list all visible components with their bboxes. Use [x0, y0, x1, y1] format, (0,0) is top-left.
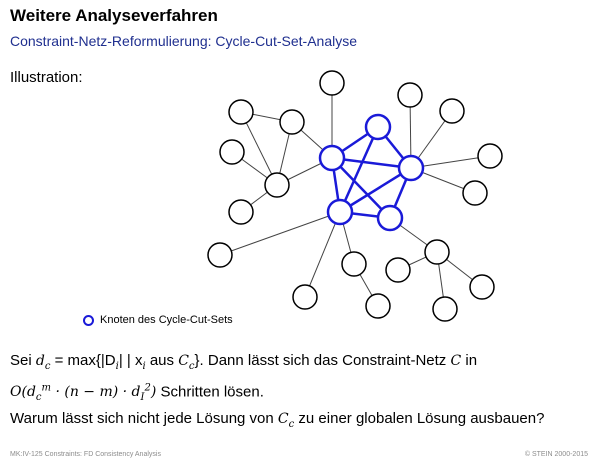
constraint-network-graph	[207, 70, 503, 322]
graph-edge	[240, 111, 278, 186]
statement-mid: | | x	[118, 352, 143, 369]
graph-node	[477, 143, 503, 169]
graph-edge	[219, 211, 341, 256]
complexity-formula: O(dcm · (n − m) · dI2)	[10, 382, 157, 404]
question-prefix: Warum lässt sich nicht jede Lösung von	[10, 410, 274, 427]
cut-set-nodes	[318, 113, 425, 232]
graph-node	[432, 296, 458, 322]
page-title: Weitere Analyseverfahren	[10, 6, 218, 25]
dc-symbol: dc	[35, 353, 51, 372]
cut-set-node-icon	[83, 314, 94, 326]
legend: Knoten des Cycle-Cut-Sets	[83, 314, 233, 326]
cut-set-edge	[331, 156, 412, 170]
graph-node	[439, 98, 465, 124]
page-subtitle: Constraint-Netz-Reformulierung: Cycle-Cu…	[10, 33, 358, 49]
graph-node	[341, 251, 367, 277]
footer-right: © STEIN 2000-2015	[524, 451, 588, 458]
cut-set-edge	[339, 166, 412, 214]
question-suffix: zu einer globalen Lösung ausbauen?	[298, 410, 545, 427]
graph-node	[319, 70, 345, 96]
cc-symbol: Cc	[178, 353, 195, 372]
cut-set-edge	[331, 157, 391, 219]
graph-edge	[304, 211, 341, 298]
di-index: i	[115, 360, 119, 372]
cut-set-edge	[338, 126, 380, 213]
statement-line-1: Sei dc = max{|Di| | xi aus Cc}. Dann läs…	[10, 350, 477, 378]
graph-node	[424, 239, 450, 265]
graph-node	[397, 82, 423, 108]
cut-set-node	[318, 144, 346, 172]
graph-node	[228, 99, 254, 125]
cut-set-edges	[330, 125, 413, 220]
graph-node	[385, 257, 411, 283]
statement-end: in	[465, 352, 478, 369]
c-symbol: C	[450, 353, 462, 369]
legend-label: Knoten des Cycle-Cut-Sets	[100, 314, 233, 326]
statement-from: aus	[149, 352, 175, 369]
cut-set-node	[376, 204, 404, 232]
graph-node	[228, 199, 254, 225]
xi-index: i	[142, 360, 146, 372]
statement-line-2: O(dcm · (n − m) · dI2) Schritten lösen.	[10, 378, 477, 409]
statement-prefix: Sei	[10, 352, 32, 369]
illustration-label: Illustration:	[10, 69, 83, 86]
graph-nodes	[207, 70, 503, 322]
graph-node	[365, 293, 391, 319]
graph-node	[292, 284, 318, 310]
cut-set-node	[326, 198, 354, 226]
question: Warum lässt sich nicht jede Lösung von C…	[10, 410, 544, 430]
footer-left: MK:IV-125 Constraints: FD Consistency An…	[10, 451, 161, 458]
graph-node	[264, 172, 290, 198]
statement-max: = max{|D	[54, 352, 116, 369]
statement-suffix: }. Dann lässt sich das Constraint-Netz	[194, 352, 447, 369]
graph-node	[462, 180, 488, 206]
graph-node	[219, 139, 245, 165]
statement-line2-suffix: Schritten lösen.	[160, 383, 264, 401]
graph-node	[207, 242, 233, 268]
graph-edge	[410, 155, 491, 169]
graph-node	[279, 109, 305, 135]
cut-set-node	[364, 113, 392, 141]
complexity-statement: Sei dc = max{|Di| | xi aus Cc}. Dann läs…	[10, 350, 477, 409]
cc-symbol-question: Cc	[277, 411, 295, 430]
graph-node	[469, 274, 495, 300]
cut-set-node	[397, 154, 425, 182]
